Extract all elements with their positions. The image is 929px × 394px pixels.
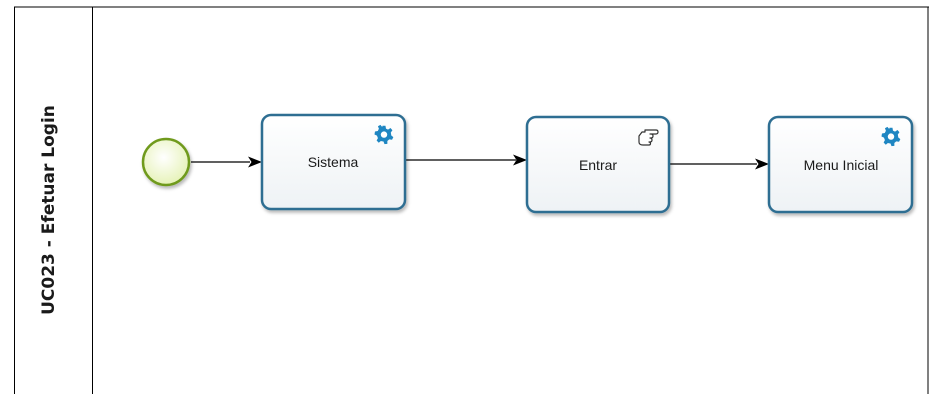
task-sistema[interactable]: Sistema xyxy=(260,113,407,211)
sequence-flows xyxy=(191,154,769,170)
task-label-menu-inicial: Menu Inicial xyxy=(804,157,879,173)
arrowhead-icon xyxy=(513,154,527,166)
arrowhead-icon xyxy=(248,156,262,168)
task-menu-inicial[interactable]: Menu Inicial xyxy=(767,115,914,214)
flow-start-to-sistema[interactable] xyxy=(191,156,262,168)
gear-icon xyxy=(374,124,394,145)
lane-title: UC023 - Efetuar Login xyxy=(39,105,59,315)
flow-entrar-to-menu-inicial[interactable] xyxy=(670,158,769,170)
flow-sistema-to-entrar[interactable] xyxy=(406,154,527,166)
hand-pointer-icon xyxy=(638,129,659,146)
pool: UC023 - Efetuar Login xyxy=(14,6,929,394)
start-event[interactable] xyxy=(141,137,191,187)
gear-icon xyxy=(881,126,901,147)
arrowhead-icon xyxy=(755,158,769,170)
task-label-entrar: Entrar xyxy=(579,157,617,173)
task-entrar[interactable]: Entrar xyxy=(525,115,671,214)
task-label-sistema: Sistema xyxy=(308,154,359,170)
